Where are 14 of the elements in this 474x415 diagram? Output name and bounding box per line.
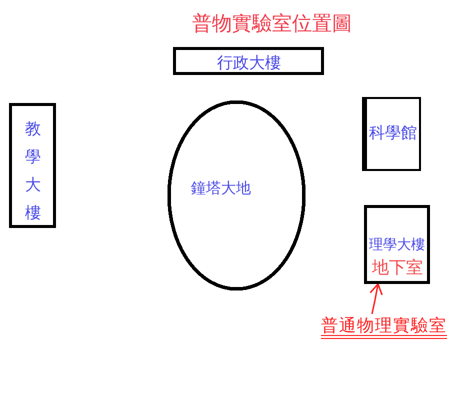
floor-name: 地下室 [372, 260, 423, 277]
building-name: 理學大樓 [369, 238, 425, 252]
building-block [362, 97, 421, 171]
building-block [364, 205, 430, 284]
plaza-name: 鐘塔大地 [191, 181, 251, 196]
building-block [173, 47, 324, 75]
building-name: 科學館 [369, 125, 417, 141]
lab-name: 普通物理實驗室 [321, 314, 447, 339]
building-block [9, 103, 56, 228]
building-name: 行政大樓 [217, 55, 281, 71]
map-title: 普物實驗室位置圖 [192, 13, 352, 33]
pointer-arrow [370, 283, 383, 314]
oval-plaza [167, 100, 306, 291]
building-name: 教學大樓 [25, 118, 41, 224]
